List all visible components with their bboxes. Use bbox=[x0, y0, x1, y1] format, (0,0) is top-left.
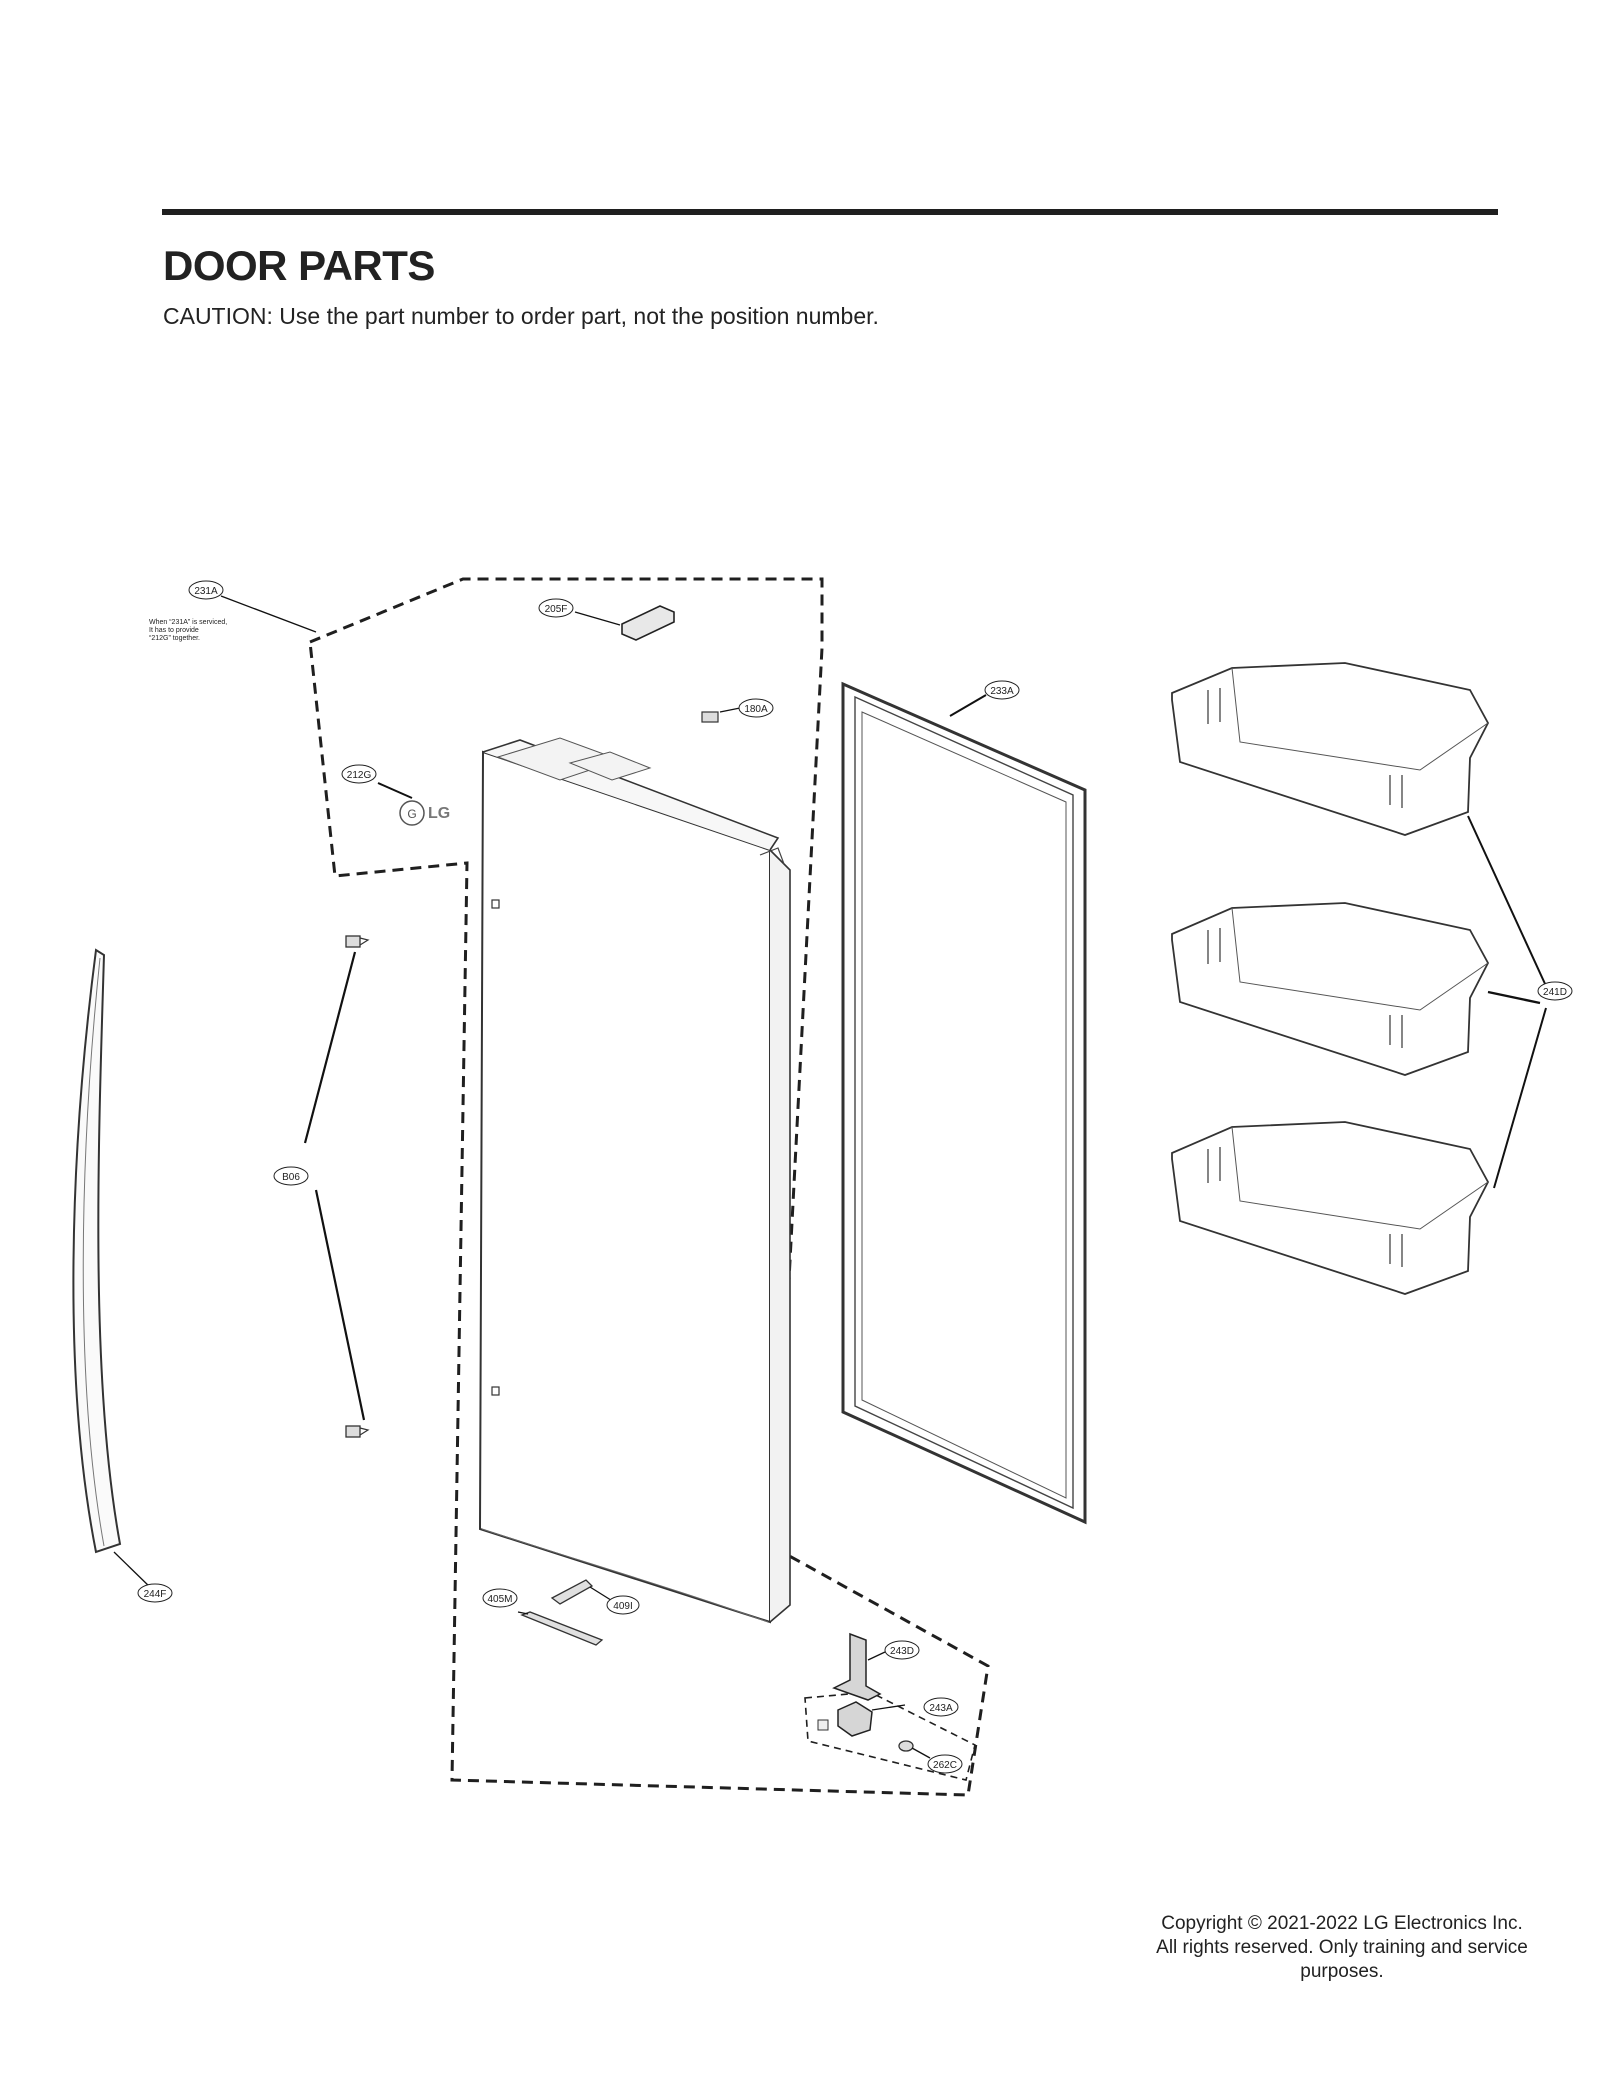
switch-part bbox=[701, 711, 719, 723]
svg-text:It has to provide: It has to provide bbox=[149, 627, 199, 634]
svg-text:243D: 243D bbox=[890, 1646, 914, 1657]
copyright-line-3: purposes. bbox=[1300, 1961, 1384, 1982]
svg-text:243A: 243A bbox=[929, 1703, 953, 1714]
assembly-boundary bbox=[308, 577, 990, 1797]
lg-logo-icon: G LG bbox=[399, 800, 450, 826]
strip-part-405m bbox=[520, 1611, 604, 1646]
callout-205f: 205F bbox=[538, 598, 574, 618]
hinge-bracket-243d bbox=[832, 1632, 882, 1701]
svg-text:When “231A” is serviced,: When “231A” is serviced, bbox=[149, 619, 227, 626]
callout-180a: 180A bbox=[738, 698, 774, 718]
door-gasket bbox=[841, 681, 1087, 1525]
svg-text:409I: 409I bbox=[613, 1601, 632, 1612]
svg-text:“212G” together.: “212G” together. bbox=[149, 635, 200, 642]
screw-bottom-icon bbox=[345, 1425, 370, 1438]
bracket-part-409i bbox=[550, 1579, 594, 1605]
copyright-notice: Copyright © 2021-2022 LG Electronics Inc… bbox=[1100, 1912, 1584, 1984]
svg-text:212G: 212G bbox=[347, 770, 372, 781]
door-panel bbox=[478, 737, 791, 1624]
svg-text:405M: 405M bbox=[487, 1594, 512, 1605]
svg-text:233A: 233A bbox=[990, 686, 1014, 697]
caution-text: CAUTION: Use the part number to order pa… bbox=[163, 303, 879, 329]
copyright-line-1: Copyright © 2021-2022 LG Electronics Inc… bbox=[1161, 1913, 1523, 1934]
door-bin-bottom bbox=[1171, 1121, 1490, 1295]
svg-text:244F: 244F bbox=[144, 1589, 167, 1600]
callout-262c: 262C bbox=[927, 1754, 963, 1774]
callout-244f: 244F bbox=[137, 1583, 173, 1603]
svg-text:G: G bbox=[407, 807, 416, 821]
svg-text:205F: 205F bbox=[545, 604, 568, 615]
svg-text:262C: 262C bbox=[933, 1760, 957, 1771]
callout-405m: 405M bbox=[482, 1588, 518, 1608]
callout-231a: 231A bbox=[188, 580, 224, 600]
callout-233a: 233A bbox=[984, 680, 1020, 700]
svg-text:LG: LG bbox=[428, 805, 450, 822]
washer-262c bbox=[898, 1740, 914, 1752]
hinge-cover-part bbox=[621, 605, 675, 641]
small-clip bbox=[817, 1719, 829, 1731]
callout-212g: 212G bbox=[341, 764, 377, 784]
callout-409i: 409I bbox=[606, 1595, 640, 1615]
door-bin-middle bbox=[1171, 902, 1490, 1076]
svg-text:180A: 180A bbox=[744, 704, 768, 715]
header-rule bbox=[162, 209, 1498, 215]
svg-text:231A: 231A bbox=[194, 586, 218, 597]
svg-text:B06: B06 bbox=[282, 1172, 300, 1183]
callout-241d: 241D bbox=[1537, 981, 1573, 1001]
screw-top-icon bbox=[345, 935, 370, 948]
callout-b06: B06 bbox=[273, 1166, 309, 1186]
copyright-line-2: All rights reserved. Only training and s… bbox=[1156, 1937, 1528, 1958]
page-title: DOOR PARTS bbox=[163, 242, 435, 289]
hinge-part-243a bbox=[837, 1701, 873, 1737]
callout-243d: 243D bbox=[884, 1640, 920, 1660]
svg-text:241D: 241D bbox=[1543, 987, 1567, 998]
service-note: When “231A” is serviced, It has to provi… bbox=[149, 619, 227, 642]
door-bin-top bbox=[1171, 662, 1490, 836]
door-handle bbox=[72, 948, 122, 1554]
callout-243a: 243A bbox=[923, 1697, 959, 1717]
